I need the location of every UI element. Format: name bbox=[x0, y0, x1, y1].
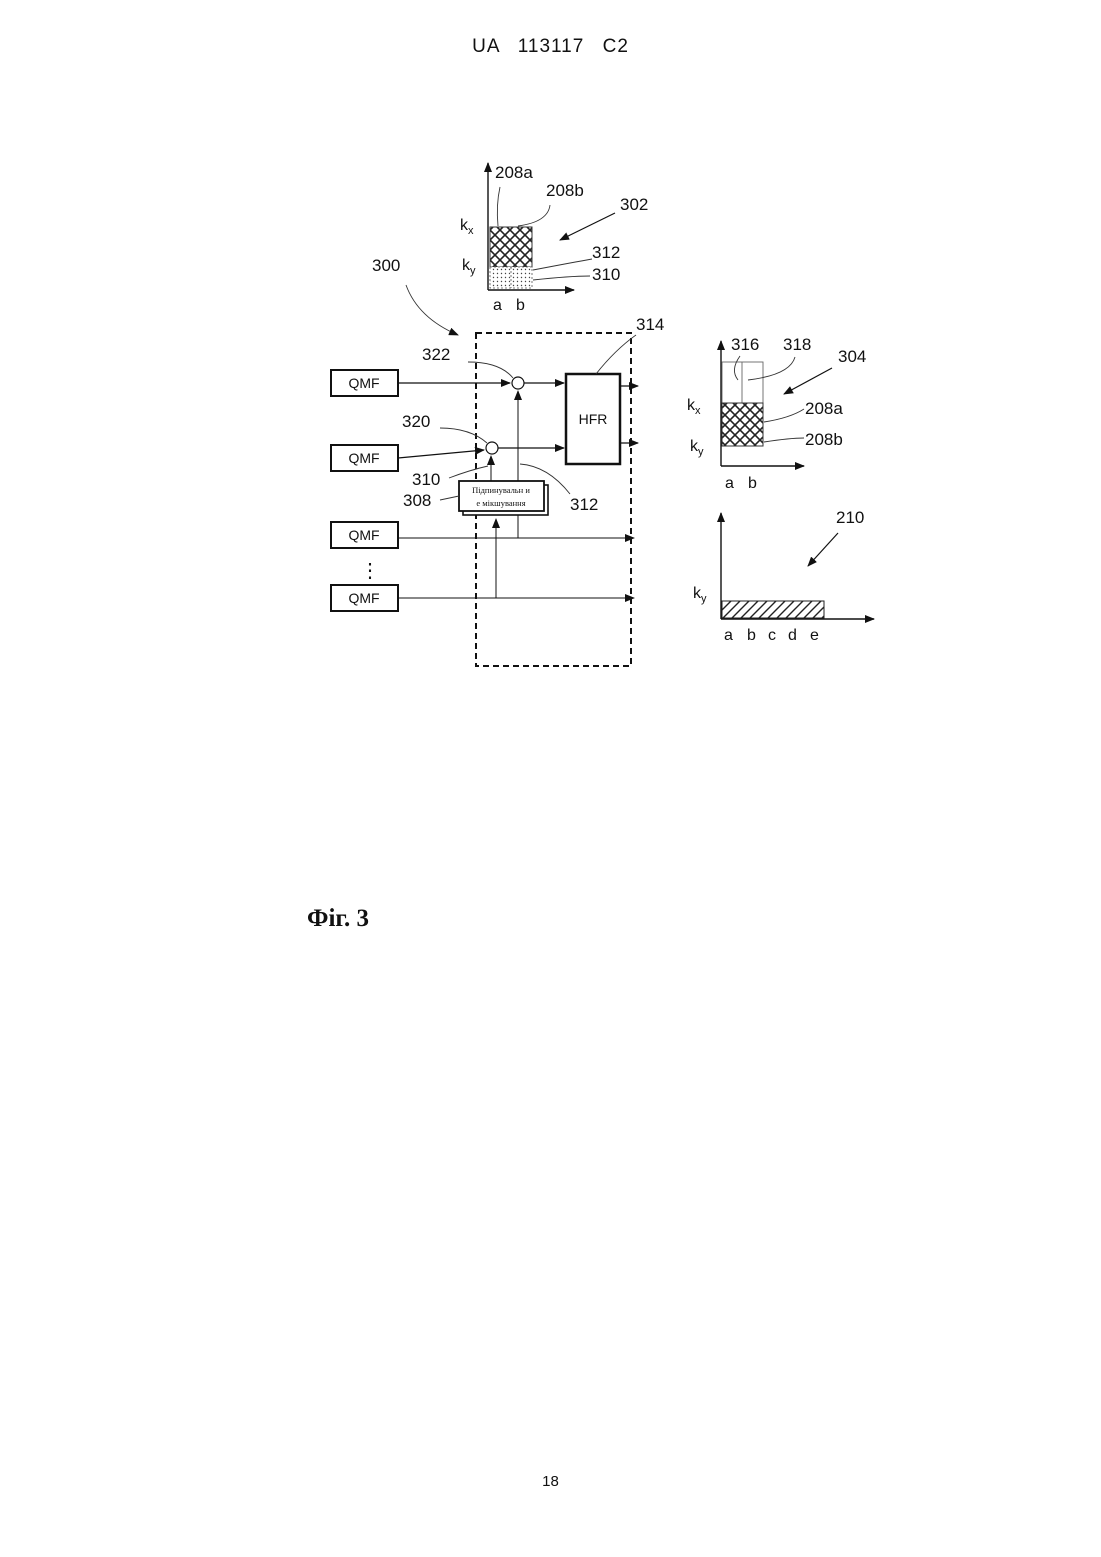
ref-310-top: 310 bbox=[592, 265, 620, 284]
ref-310-mid: 310 bbox=[412, 470, 440, 489]
ref-314: 314 bbox=[636, 315, 664, 334]
qmf-block-2-label: QMF bbox=[348, 450, 379, 466]
hfr-block-label: HFR bbox=[579, 411, 608, 427]
top-plot-kx-label: kx bbox=[460, 217, 474, 237]
ref-322: 322 bbox=[422, 345, 450, 364]
main-block-diagram: 300 QMF QMF QMF QMF ⋮ HFR bbox=[331, 256, 664, 666]
ref-208a-top: 208a bbox=[495, 163, 533, 182]
right-plot-tick-a: a bbox=[725, 475, 734, 492]
qmf-block-4-label: QMF bbox=[348, 590, 379, 606]
ref-302: 302 bbox=[620, 195, 648, 214]
top-plot-tick-a: a bbox=[493, 297, 502, 314]
qmf-block-3-label: QMF bbox=[348, 527, 379, 543]
bottom-plot-tick-d: d bbox=[788, 627, 797, 644]
right-plot-tick-b: b bbox=[748, 475, 757, 492]
ref-308: 308 bbox=[403, 491, 431, 510]
ref-208b-top: 208b bbox=[546, 181, 584, 200]
ref-208b-right: 208b bbox=[805, 430, 843, 449]
ref-316: 316 bbox=[731, 335, 759, 354]
qmf-block-1-label: QMF bbox=[348, 375, 379, 391]
combiner-node-320 bbox=[486, 442, 498, 454]
ref-300: 300 bbox=[372, 256, 400, 275]
combiner-node-322 bbox=[512, 377, 524, 389]
ref-304: 304 bbox=[838, 347, 866, 366]
bottom-plot-ky-label: ky bbox=[693, 585, 707, 605]
page-number: 18 bbox=[0, 1473, 1101, 1490]
ref-210: 210 bbox=[836, 508, 864, 527]
ref-312-top: 312 bbox=[592, 243, 620, 262]
bottom-plot-tick-e: e bbox=[810, 627, 819, 644]
top-plot-ky-label: ky bbox=[462, 257, 476, 277]
ref-208a-right: 208a bbox=[805, 399, 843, 418]
right-plot-kx-label: kx bbox=[687, 397, 701, 417]
top-spectrum-plot: kx ky a b 208a 208b 302 312 310 bbox=[460, 163, 648, 314]
bottom-plot-hatched-band bbox=[722, 601, 824, 618]
qmf-ellipsis: ⋮ bbox=[360, 560, 380, 582]
bottom-plot-tick-a: a bbox=[724, 627, 733, 644]
ref-312-mid: 312 bbox=[570, 495, 598, 514]
ref-318: 318 bbox=[783, 335, 811, 354]
bottom-spectrum-plot: ky a b c d e 210 bbox=[693, 508, 874, 644]
figure-caption: Фіг. 3 bbox=[307, 905, 369, 933]
ref-320: 320 bbox=[402, 412, 430, 431]
right-plot-empty-band bbox=[722, 362, 763, 403]
top-plot-hatched-band bbox=[490, 227, 532, 267]
combiner-block-line2: е мікшування bbox=[476, 498, 525, 508]
right-spectrum-plot: kx ky a b 316 318 304 208a 208b bbox=[687, 335, 866, 492]
bottom-plot-tick-b: b bbox=[747, 627, 756, 644]
bottom-plot-tick-c: c bbox=[768, 627, 776, 644]
right-plot-ky-label: ky bbox=[690, 438, 704, 458]
combiner-block-line1: Підпинувальн и bbox=[472, 485, 530, 495]
top-plot-tick-b: b bbox=[516, 297, 525, 314]
right-plot-hatched-band bbox=[722, 403, 763, 446]
